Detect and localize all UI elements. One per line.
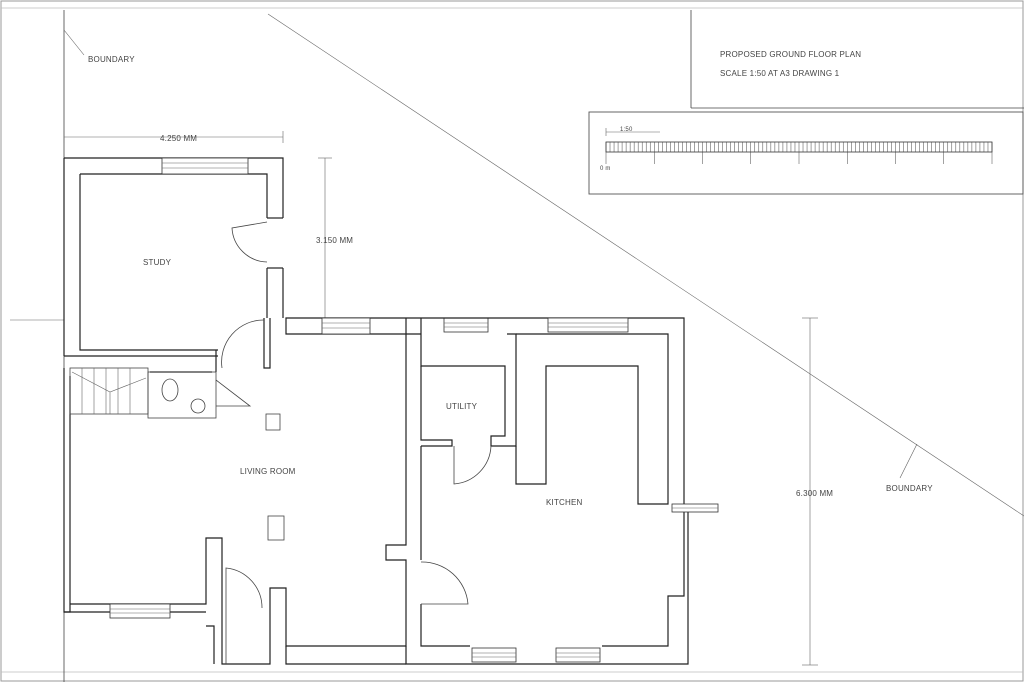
kitchen-walls bbox=[285, 317, 689, 665]
drawing-scale-note: SCALE 1:50 AT A3 DRAWING 1 bbox=[720, 69, 840, 78]
utility-window bbox=[443, 317, 489, 333]
room-label-study: STUDY bbox=[143, 258, 172, 267]
dimension-kitchen-depth bbox=[802, 317, 818, 666]
boundary-label-right: BOUNDARY bbox=[886, 484, 933, 493]
boundary-leader-right bbox=[899, 443, 918, 479]
drawing-title: PROPOSED GROUND FLOOR PLAN bbox=[720, 50, 861, 59]
kitchen-window-bottom-left bbox=[471, 647, 517, 663]
kitchen-window-bottom-right bbox=[555, 647, 601, 663]
study-depth-label: 3.150 MM bbox=[316, 236, 353, 245]
entrance-door bbox=[225, 567, 263, 664]
living-room-walls bbox=[63, 317, 421, 665]
title-block bbox=[690, 10, 1024, 109]
study-window bbox=[161, 157, 249, 175]
utility-door bbox=[453, 445, 492, 485]
kitchen-door bbox=[420, 561, 469, 605]
hall-door bbox=[221, 319, 265, 369]
study-door bbox=[231, 221, 268, 263]
room-label-living-room: LIVING ROOM bbox=[240, 467, 296, 476]
room-label-kitchen: KITCHEN bbox=[546, 498, 583, 507]
dimension-study-width bbox=[63, 131, 284, 143]
room-label-utility: UTILITY bbox=[446, 402, 478, 411]
study-width-label: 4.250 MM bbox=[160, 134, 197, 143]
scale-bar-box bbox=[588, 111, 1024, 195]
kitchen-window-side bbox=[671, 503, 719, 513]
living-room-window-bottom bbox=[109, 603, 171, 619]
kitchen-window-top bbox=[547, 317, 629, 333]
boundary-lines bbox=[10, 10, 1024, 682]
kitchen-depth-label: 6.300 MM bbox=[796, 489, 833, 498]
living-room-columns bbox=[265, 413, 285, 541]
utility-walls bbox=[405, 318, 517, 447]
scale-bar-ticks bbox=[605, 142, 993, 164]
staircase bbox=[69, 367, 149, 415]
scale-bar-top-label: 1:50 bbox=[620, 127, 633, 133]
living-room-window-top bbox=[321, 317, 371, 335]
wc-cubicle bbox=[147, 371, 252, 419]
scale-bar-start-label: 0 m bbox=[600, 166, 611, 172]
boundary-label-top: BOUNDARY bbox=[88, 55, 135, 64]
study-walls bbox=[63, 157, 284, 357]
boundary-leader-left bbox=[63, 29, 85, 56]
